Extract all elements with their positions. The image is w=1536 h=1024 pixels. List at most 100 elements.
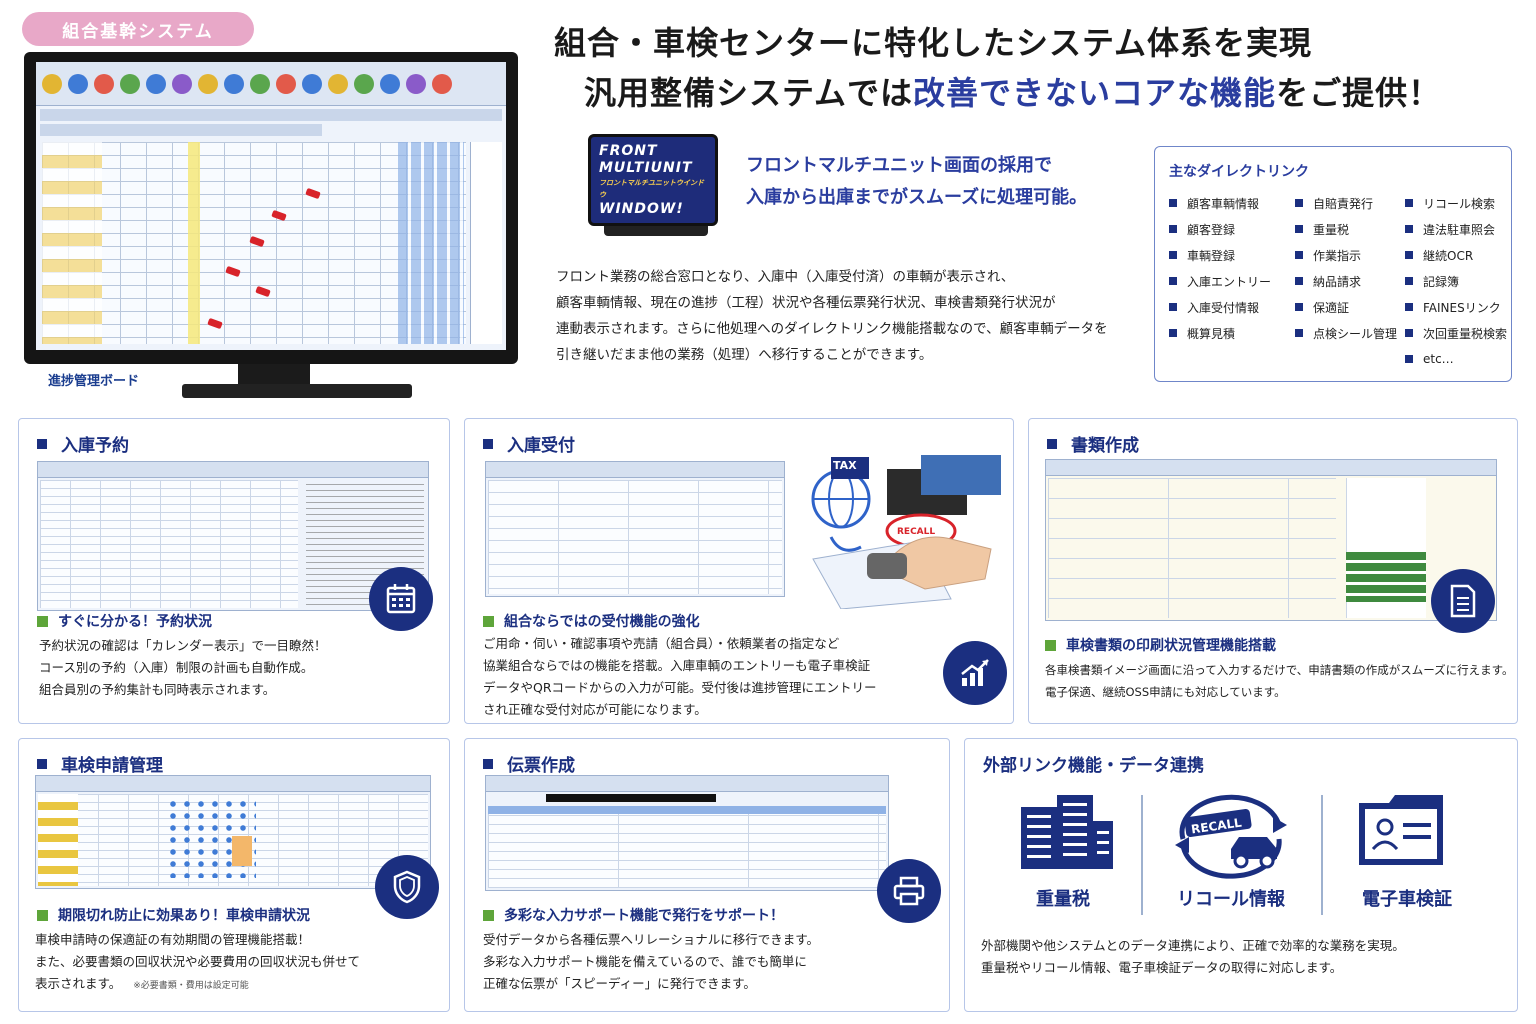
direct-link-item[interactable]: 概算見積 xyxy=(1169,323,1295,343)
e-inspection-certificate-icon xyxy=(1359,795,1443,865)
direct-link-label: 車輌登録 xyxy=(1187,248,1236,263)
card-subtitle: 車検書類の印刷状況管理機能搭載 xyxy=(1045,635,1276,655)
card-documents: 書類作成 車検書類の印刷状況管理機能搭載 各車検書類イメージ画面に沿って入力する… xyxy=(1028,418,1518,724)
direct-link-item[interactable]: 保適証 xyxy=(1295,297,1405,317)
bullet-icon xyxy=(1295,329,1303,337)
card-text: 車検申請時の保適証の有効期間の管理機能搭載！ また、必要書類の回収状況や必要費用… xyxy=(35,929,360,997)
document-form-screen xyxy=(1045,459,1497,621)
direct-link-item[interactable]: 違法駐車照会 xyxy=(1405,219,1515,239)
card-title-text: 書類作成 xyxy=(1071,436,1139,456)
toolbar-icon xyxy=(68,73,88,94)
card-subtitle-text: 組合ならではの受付機能の強化 xyxy=(504,614,700,630)
direct-link-item[interactable]: 車輌登録 xyxy=(1169,245,1295,265)
direct-link-item[interactable]: 点検シール管理 xyxy=(1295,323,1405,343)
toolbar-icon xyxy=(354,73,374,94)
inspection-status-screen xyxy=(35,775,431,889)
card-title: 外部リンク機能・データ連携 xyxy=(983,751,1204,776)
headline-secondary: 汎用整備システムでは改善できないコアな機能をご提供！ xyxy=(584,68,1441,114)
direct-link-item[interactable]: 重量税 xyxy=(1295,219,1405,239)
direct-link-label: etc… xyxy=(1423,352,1454,366)
side-panel xyxy=(470,142,502,344)
progress-board-screen xyxy=(36,62,506,350)
bullet-icon xyxy=(1169,251,1177,259)
direct-link-item[interactable]: FAINESリンク xyxy=(1405,297,1515,317)
direct-link-item[interactable]: etc… xyxy=(1405,349,1515,369)
card-reservation: 入庫予約 すぐに分かる！予約状況 予約状況の確認は「カレンダー表示」で一目瞭然！… xyxy=(18,418,450,724)
printer-icon xyxy=(877,859,941,923)
logo-line: フロントマルチユニットウインドウ xyxy=(599,179,704,199)
reservation-calendar-screen xyxy=(37,461,429,611)
scanner-illustration xyxy=(811,455,1001,609)
text-line: 各車検書類イメージ画面に沿って入力するだけで、申請書類の作成がスムーズに行えます… xyxy=(1045,663,1514,677)
recall-label: RECALL xyxy=(897,527,936,537)
direct-link-item[interactable]: 入庫受付情報 xyxy=(1169,297,1295,317)
toolbar-icon xyxy=(432,73,452,94)
text-line: 外部機関や他システムとのデータ連携により、正確で効率的な業務を実現。 xyxy=(981,938,1405,953)
direct-link-item[interactable]: 記録簿 xyxy=(1405,271,1515,291)
slip-screen xyxy=(485,775,889,891)
direct-link-item[interactable]: 顧客車輌情報 xyxy=(1169,193,1295,213)
card-subtitle: 期限切れ防止に効果あり！車検申請状況 xyxy=(37,905,310,925)
text-line: データやQRコードからの入力が可能。受付後は進捗管理にエントリー xyxy=(483,680,877,695)
text-line: 正確な伝票が「スピーディー」に発行できます。 xyxy=(483,976,756,991)
card-subtitle-text: すぐに分かる！予約状況 xyxy=(58,614,212,630)
logo-line: WINDOW! xyxy=(599,201,684,217)
card-subtitle: すぐに分かる！予約状況 xyxy=(37,611,212,631)
bullet-icon xyxy=(1405,225,1413,233)
direct-link-list: 顧客車輌情報自賠責発行リコール検索顧客登録重量税違法駐車照会車輌登録作業指示継続… xyxy=(1169,193,1507,369)
front-lead: フロントマルチユニット画面の採用で 入庫から出庫までがスムーズに処理可能。 xyxy=(746,150,1087,214)
direct-link-item[interactable]: 入庫エントリー xyxy=(1169,271,1295,291)
direct-link-item[interactable]: 納品請求 xyxy=(1295,271,1405,291)
direct-link-item[interactable]: 次回重量税検索 xyxy=(1405,323,1515,343)
card-subtitle-text: 期限切れ防止に効果あり！車検申請状況 xyxy=(58,908,310,924)
card-title: 車検申請管理 xyxy=(37,751,163,776)
bullet-icon xyxy=(1405,251,1413,259)
direct-link-label: 入庫受付情報 xyxy=(1187,300,1260,315)
text-line: され正確な受付対応が可能になります。 xyxy=(483,702,707,717)
app-toolbar xyxy=(36,62,506,106)
tax-label: TAX xyxy=(833,459,857,472)
card-reception: 入庫受付 TAX RECALL 組合ならではの受付機能の強化 ご用命・伺い・確認… xyxy=(464,418,1014,724)
bullet-icon xyxy=(1169,277,1177,285)
headline-primary: 組合・車検センターに特化したシステム体系を実現 xyxy=(554,24,1313,62)
divider xyxy=(1141,795,1143,915)
direct-link-item[interactable]: 作業指示 xyxy=(1295,245,1405,265)
calendar-icon xyxy=(369,567,433,631)
toolbar-icon xyxy=(172,73,192,94)
direct-link-item[interactable]: 顧客登録 xyxy=(1169,219,1295,239)
card-subtitle: 多彩な入力サポート機能で発行をサポート！ xyxy=(483,905,784,925)
toolbar-icon xyxy=(120,73,140,94)
card-title-text: 外部リンク機能・データ連携 xyxy=(983,756,1204,776)
card-title: 入庫受付 xyxy=(483,431,575,456)
monitor-screenshot xyxy=(24,52,518,364)
direct-link-item[interactable]: 自賠責発行 xyxy=(1295,193,1405,213)
direct-link-label: FAINESリンク xyxy=(1423,300,1501,315)
bullet-icon xyxy=(1295,251,1303,259)
direct-link-item[interactable]: リコール検索 xyxy=(1405,193,1515,213)
text-line: 受付データから各種伝票へリレーショナルに移行できます。 xyxy=(483,932,820,947)
direct-link-label: リコール検索 xyxy=(1423,196,1496,211)
direct-link-label: 作業指示 xyxy=(1313,248,1362,263)
direct-link-label: 顧客車輌情報 xyxy=(1187,196,1260,211)
text-line: 予約状況の確認は「カレンダー表示」で一目瞭然！ xyxy=(39,638,327,653)
logo-stand xyxy=(604,226,708,236)
direct-link-item[interactable]: 継続OCR xyxy=(1405,245,1515,265)
toolbar-icon xyxy=(224,73,244,94)
desc-line: 連動表示されます。さらに他処理へのダイレクトリンク機能搭載なので、顧客車輌データ… xyxy=(556,321,1108,337)
card-title-text: 入庫受付 xyxy=(507,436,575,456)
card-slip: 伝票作成 多彩な入力サポート機能で発行をサポート！ 受付データから各種伝票へリレ… xyxy=(464,738,950,1012)
status-column xyxy=(188,142,200,344)
bullet-icon xyxy=(1295,277,1303,285)
card-text: 予約状況の確認は「カレンダー表示」で一目瞭然！ コース別の予約（入庫）制限の計画… xyxy=(39,635,327,701)
direct-link-label: 次回重量税検索 xyxy=(1423,326,1508,341)
direct-link-label: 概算見積 xyxy=(1187,326,1236,341)
shield-icon xyxy=(375,855,439,919)
direct-link-label: 保適証 xyxy=(1313,300,1350,315)
headline-part: をご提供！ xyxy=(1276,74,1442,112)
toolbar-icon xyxy=(406,73,426,94)
bullet-icon xyxy=(1169,199,1177,207)
text-line: 電子保適、継続OSS申請にも対応しています。 xyxy=(1045,685,1286,699)
external-label-e-certificate: 電子車検証 xyxy=(1362,889,1452,910)
text-line: コース別の予約（入庫）制限の計画も自動作成。 xyxy=(39,660,314,675)
bullet-icon xyxy=(1405,355,1413,363)
